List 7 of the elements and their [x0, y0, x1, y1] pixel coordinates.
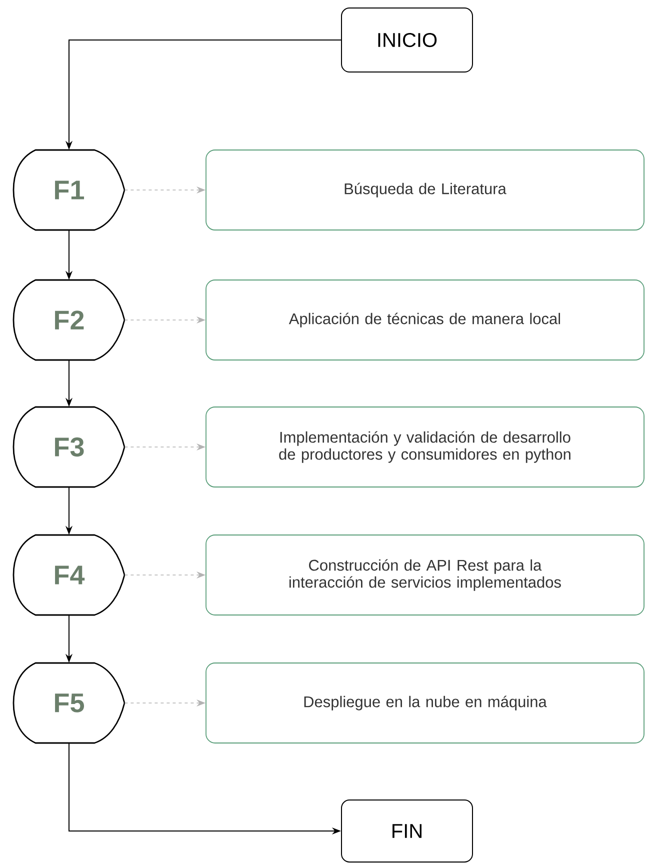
task-box: Despliegue en la nube en máquina [206, 662, 644, 744]
task-box: Construcción de API Rest para la interacción de servicios implementados [206, 534, 644, 616]
terminal-box: FIN [341, 800, 473, 862]
terminal-box: INICIO [341, 8, 473, 72]
task-box: Aplicación de técnicas de manera local [206, 280, 644, 360]
task-box: Implementación y validación de desarrollo de productores y consumidores en python [206, 406, 644, 488]
task-box: Búsqueda de Literatura [206, 150, 644, 230]
